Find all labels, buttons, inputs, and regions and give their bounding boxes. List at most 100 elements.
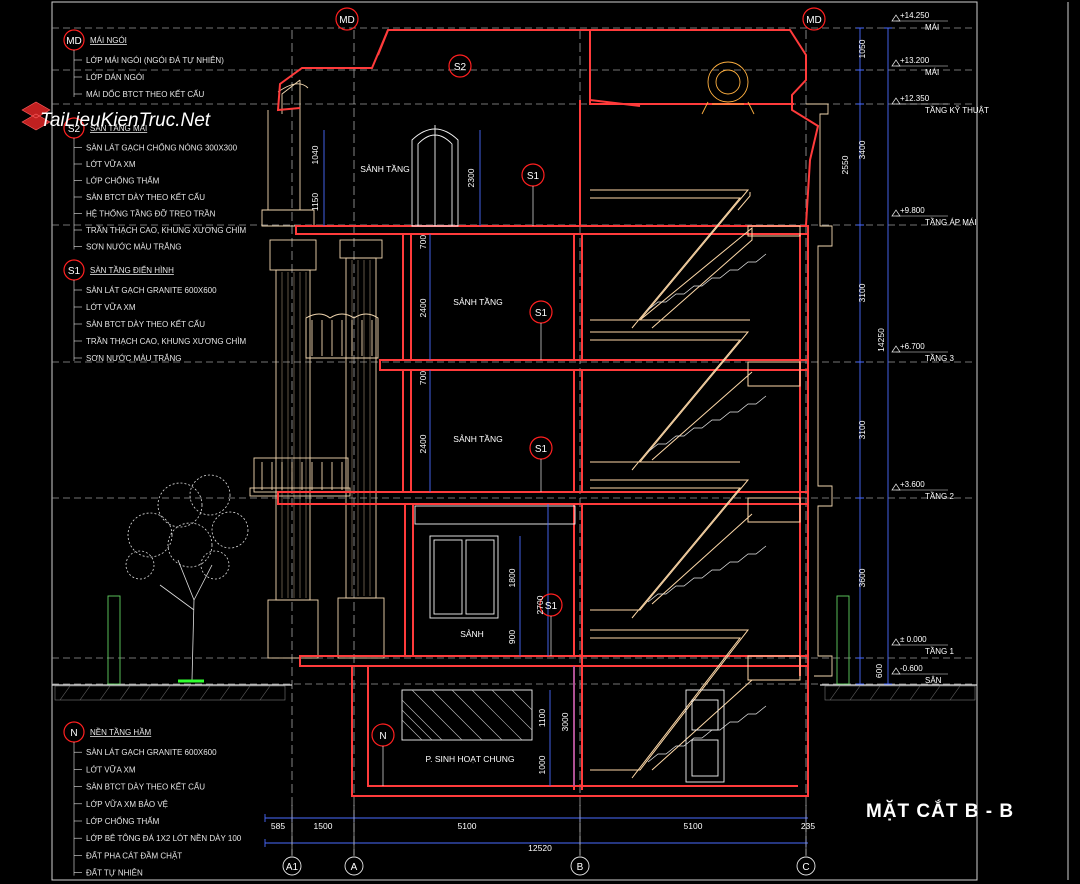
note-tag: N — [70, 728, 77, 739]
note-item: TRẦN THẠCH CAO, KHUNG XƯƠNG CHÌM — [86, 336, 247, 346]
note-title: SÀN TẦNG ĐIỂN HÌNH — [90, 265, 174, 275]
svg-text:3100: 3100 — [857, 420, 867, 439]
svg-text:600: 600 — [874, 664, 884, 678]
section-walls — [276, 29, 820, 797]
axis-label-b: B — [577, 862, 584, 873]
tag-s1-floor3: S1 — [529, 300, 553, 360]
note-tag: S2 — [68, 124, 81, 135]
svg-text:2300: 2300 — [466, 168, 476, 187]
svg-text:1050: 1050 — [857, 39, 867, 58]
svg-text:3600: 3600 — [857, 568, 867, 587]
level-elevation: +12.350 — [900, 94, 930, 103]
note-title: NỀN TẦNG HẦM — [90, 727, 152, 737]
room-ground-hall: SẢNH — [460, 628, 484, 639]
svg-text:MD: MD — [806, 15, 822, 26]
room-floor2-hall: SẢNH TẦNG — [453, 433, 502, 444]
drawing-title: MẶT CẮT B - B — [866, 800, 1014, 822]
facade-columns — [249, 79, 833, 677]
axis-label-c: C — [802, 862, 809, 873]
svg-text:2550: 2550 — [840, 155, 850, 174]
level-marker-icon — [891, 59, 901, 67]
note-item: SÀN LÁT GẠCH GRANITE 600X600 — [86, 286, 217, 295]
note-item: SÀN BTCT DÀY THEO KẾT CẤU — [86, 319, 205, 329]
axis-label-a: A — [351, 862, 358, 873]
svg-text:700: 700 — [418, 371, 428, 385]
svg-text:S1: S1 — [535, 308, 548, 319]
note-tag: S1 — [68, 266, 81, 277]
note-item: SƠN NƯỚC MÀU TRẮNG — [86, 354, 182, 363]
svg-text:3400: 3400 — [857, 140, 867, 159]
svg-text:1800: 1800 — [507, 568, 517, 587]
level-marker-icon — [891, 209, 901, 217]
level-marker-icon — [891, 14, 901, 22]
level-elevation: +14.250 — [900, 11, 930, 20]
note-item: ĐẤT TỰ NHIÊN — [86, 868, 143, 878]
room-attic-hall: SẢNH TẦNG — [360, 163, 409, 174]
note-item: TRẦN THẠCH CAO, KHUNG XƯƠNG CHÌM — [86, 225, 247, 235]
right-dimension-texts: 1050 3400 2550 3100 3100 3600 600 14250 — [840, 39, 886, 678]
tag-s1-floor2: S1 — [529, 436, 553, 492]
note-item: MÁI DỐC BTCT THEO KẾT CẤU — [86, 89, 204, 99]
level-name: MÁI — [925, 23, 939, 32]
level-marker-icon — [891, 667, 901, 675]
dimension-lines — [264, 27, 892, 847]
level-marker-icon — [891, 483, 901, 491]
note-item: LỚP VỮA XM BẢO VỆ — [86, 800, 168, 809]
axis-drop-lines — [291, 805, 807, 856]
svg-text:2700: 2700 — [535, 595, 545, 614]
note-block-s1: S1 SÀN TẦNG ĐIỂN HÌNH SÀN LÁT GẠCH GRANITE… — [63, 259, 247, 363]
tag-s1-ground: S1 — [539, 593, 563, 656]
svg-text:S1: S1 — [535, 444, 548, 455]
level-elevation: +13.200 — [900, 56, 930, 65]
level-name: TẦNG ÁP MÁI — [925, 217, 976, 227]
grid-axes-lines — [291, 30, 807, 855]
note-title: SÀN TẦNG MÁI — [90, 123, 147, 133]
svg-text:1150: 1150 — [310, 193, 320, 212]
svg-text:3000: 3000 — [560, 712, 570, 731]
svg-text:235: 235 — [801, 821, 815, 831]
tag-s2-roof: S2 — [448, 54, 472, 78]
svg-text:14250: 14250 — [876, 328, 886, 352]
svg-text:N: N — [379, 731, 386, 742]
title-block-frame — [51, 1, 1069, 881]
section-tags: MD MD S2 S1 S1 S1 S1 — [335, 7, 826, 786]
note-item: SƠN NƯỚC MÀU TRẮNG — [86, 243, 182, 252]
room-labels: SẢNH TẦNG SẢNH TẦNG SẢNH TẦNG SẢNH P. SI… — [360, 163, 514, 764]
level-marker-icon — [891, 97, 901, 105]
watermark-logo: TaiLieuKienTruc.Net — [21, 101, 211, 131]
note-item: LỚT VỮA XM — [86, 303, 136, 312]
inner-dimension-texts: 1040 1150 2300 700 2400 700 2400 1800 27… — [310, 145, 570, 774]
note-item: ĐẤT PHA CÁT ĐẦM CHẶT — [86, 850, 182, 860]
level-elevation: +3.600 — [900, 480, 925, 489]
level-name: TẦNG 3 — [925, 353, 954, 363]
bottom-dimension-texts: 585 1500 5100 5100 235 12520 — [271, 821, 815, 853]
svg-text:3100: 3100 — [857, 283, 867, 302]
note-item: HỆ THỐNG TẦNG ĐỠ TREO TRẦN — [86, 209, 216, 219]
note-item: SÀN LÁT GẠCH GRANITE 600X600 — [86, 748, 217, 757]
openings — [401, 61, 755, 783]
note-title: MÁI NGÓI — [90, 36, 127, 45]
note-block-n: N NỀN TẦNG HẦM SÀN LÁT GẠCH GRANITE 600X60… — [63, 721, 242, 878]
svg-text:900: 900 — [507, 630, 517, 644]
svg-text:1040: 1040 — [310, 145, 320, 164]
note-item: SÀN BTCT DÀY THEO KẾT CẤU — [86, 782, 205, 792]
note-item: LỚP CHỐNG THẤM — [86, 176, 160, 186]
level-elevation: ± 0.000 — [900, 635, 927, 644]
level-name: TẦNG KỸ THUẬT — [925, 105, 989, 115]
svg-text:S1: S1 — [545, 601, 558, 612]
note-item: SÀN BTCT DÀY THEO KẾT CẤU — [86, 192, 205, 202]
tag-s1-attic: S1 — [521, 163, 545, 226]
level-name: TẦNG 1 — [925, 646, 954, 656]
level-marker-icon — [891, 638, 901, 646]
level-name: MÁI — [925, 68, 939, 77]
tag-n-basement: N — [371, 723, 395, 786]
